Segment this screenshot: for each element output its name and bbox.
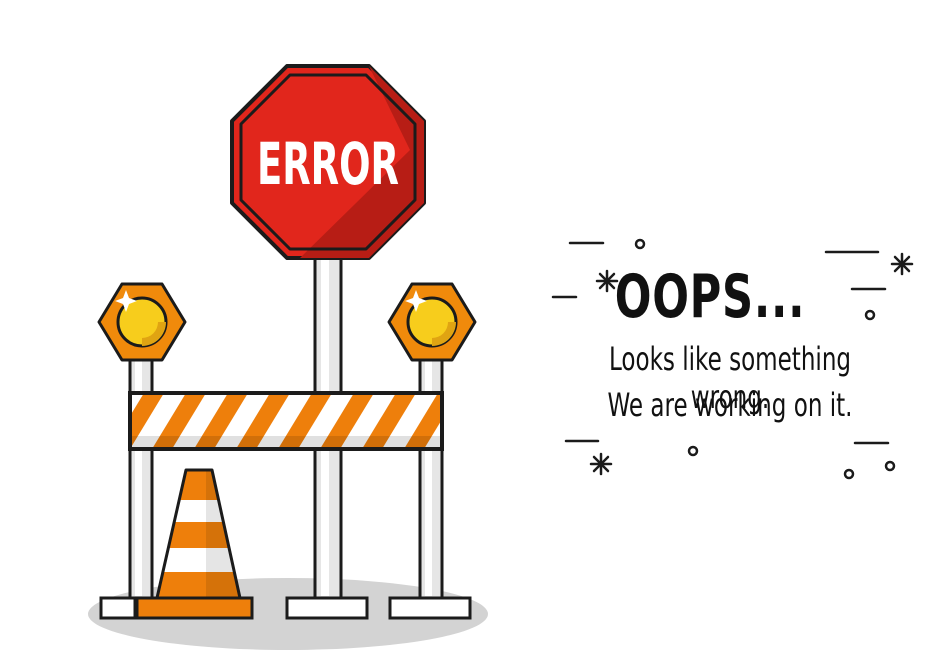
post-base xyxy=(99,596,137,620)
sparkle-icon xyxy=(890,252,914,276)
sparkle-icon xyxy=(589,452,613,476)
left-lamp-post xyxy=(128,348,154,602)
post-base xyxy=(388,596,472,620)
decorative-dots xyxy=(634,238,896,480)
decorative-dashes xyxy=(551,241,890,445)
sparkle-icon xyxy=(595,269,619,293)
road-barrier-icon xyxy=(128,391,444,451)
headline: OOPS... xyxy=(614,262,806,332)
message-line-2: We are working on it. xyxy=(607,386,853,424)
stop-sign-icon: ERROR xyxy=(230,64,426,260)
warning-lamp-icon xyxy=(97,282,187,362)
sign-text: ERROR xyxy=(257,130,399,198)
post-base xyxy=(285,596,369,620)
message-line-1: Looks like something wrong. xyxy=(608,340,852,416)
warning-lamp-icon xyxy=(387,282,477,362)
right-lamp-post xyxy=(418,348,444,602)
